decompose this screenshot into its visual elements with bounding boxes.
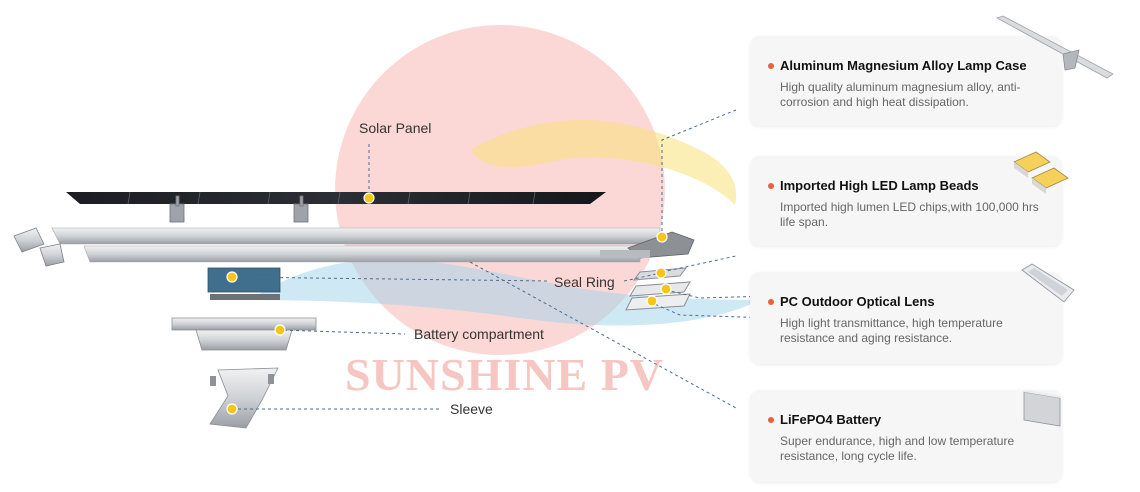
lamp-arm [51,227,661,263]
lamp-case-icon [996,15,1114,79]
marker-solar-panel [363,192,375,204]
marker-sleeve [226,403,238,415]
label-solar-panel: Solar Panel [359,120,432,136]
solar-panel [66,191,606,205]
feature-title: LiFePO4 Battery [780,412,882,427]
label-sleeve: Sleeve [450,401,493,417]
feature-card-battery: LiFePO4 Battery Super endurance, high an… [750,390,1062,482]
callout-markers [226,192,672,415]
feature-card-optical-lens: PC Outdoor Optical Lens High light trans… [750,272,1062,364]
battery-pack [207,267,281,300]
feature-description: High quality aluminum magnesium alloy, a… [780,80,1021,109]
leader-lines [231,109,773,410]
optical-lens-icon [1021,263,1075,303]
label-seal-ring: Seal Ring [554,274,615,290]
led-chip-icon [1013,151,1069,194]
bullet-icon [768,183,774,189]
marker-optical-lens [646,295,658,307]
feature-card-lamp-case: Aluminum Magnesium Alloy Lamp Case High … [750,36,1062,126]
feature-title: PC Outdoor Optical Lens [780,294,935,309]
arm-end-caps [13,227,65,267]
panel-brackets [169,195,309,223]
feature-card-led-beads: Imported High LED Lamp Beads Imported hi… [750,156,1062,246]
marker-battery-compartment [274,324,286,336]
label-battery-compartment: Battery compartment [414,326,544,342]
marker-led-beads [655,267,667,279]
feature-description: Imported high lumen LED chips,with 100,0… [780,200,1039,229]
feature-title: Aluminum Magnesium Alloy Lamp Case [780,58,1027,73]
marker-battery [226,271,238,283]
bullet-icon [768,417,774,423]
bullet-icon [768,63,774,69]
bullet-icon [768,299,774,305]
watermark-text: SUNSHINE PV [345,349,665,400]
feature-description: Super endurance, high and low temperatur… [780,434,1015,463]
battery-compartment [171,317,317,351]
battery-pack-icon [1023,390,1062,427]
feature-description: High light transmittance, high temperatu… [780,316,1003,345]
marker-lamp-case [656,231,668,243]
seal-ring-lens-stack [625,267,691,311]
sleeve [209,367,279,429]
feature-title: Imported High LED Lamp Beads [780,178,979,193]
watermark-wave-yellow [470,120,737,205]
marker-seal-ring [660,283,672,295]
